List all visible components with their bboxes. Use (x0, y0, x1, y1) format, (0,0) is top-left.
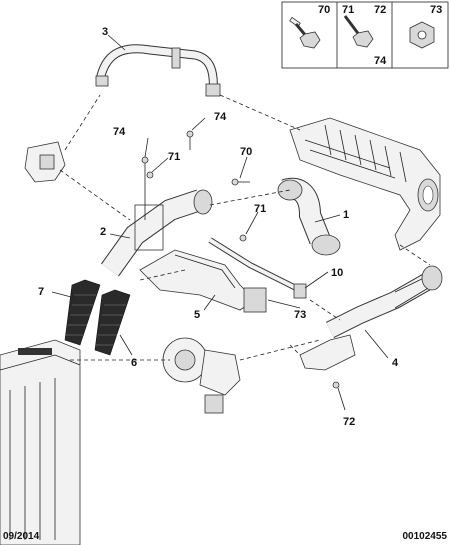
callout-1: 1 (343, 209, 349, 221)
date-code: 09/2014 (3, 531, 40, 542)
callout-74-right: 74 (214, 111, 227, 123)
screw-74-upper (186, 130, 194, 150)
key-callout-70: 70 (318, 4, 330, 16)
key-callout-73: 73 (430, 4, 442, 16)
hose-6 (94, 289, 131, 356)
callout-5: 5 (194, 309, 200, 321)
screw-72 (332, 381, 340, 389)
callout-6: 6 (131, 357, 137, 369)
key-callout-72: 72 (374, 4, 386, 16)
callout-7: 7 (38, 286, 44, 298)
intercooler (0, 339, 81, 545)
turbocharger (162, 337, 241, 414)
screw-70-icon (289, 16, 321, 49)
callout-71-center: 71 (254, 203, 266, 215)
nut-73-icon (409, 21, 435, 49)
intake-manifold (289, 117, 441, 251)
elbow-1 (277, 177, 341, 256)
callout-74-left: 74 (113, 126, 126, 138)
key-callout-74: 74 (374, 55, 387, 67)
screw-70 (231, 178, 250, 186)
callout-71-left: 71 (168, 151, 180, 163)
valve-bracket (24, 141, 66, 183)
screw-74-lower (141, 156, 149, 220)
callout-2: 2 (100, 226, 106, 238)
callout-70: 70 (240, 146, 252, 158)
pipe-10 (208, 237, 307, 299)
pipe-4 (299, 265, 443, 371)
fastener-key-box: 70 71 72 73 74 (281, 1, 449, 69)
callout-73: 73 (294, 309, 306, 321)
hose-7 (64, 279, 101, 346)
callout-10: 10 (331, 267, 343, 279)
key-callout-71: 71 (342, 4, 354, 16)
callout-72: 72 (343, 416, 355, 428)
pipe-2 (101, 189, 213, 277)
leader-lines (51, 34, 431, 411)
screw-71-74-icon (343, 15, 374, 48)
callout-3: 3 (102, 26, 108, 38)
callout-4: 4 (392, 357, 399, 369)
hose-3 (95, 44, 221, 97)
duct-5 (139, 249, 267, 313)
screw-71-left (146, 171, 154, 179)
screw-71-center (239, 234, 247, 242)
reference-code: 00102455 (402, 531, 448, 542)
